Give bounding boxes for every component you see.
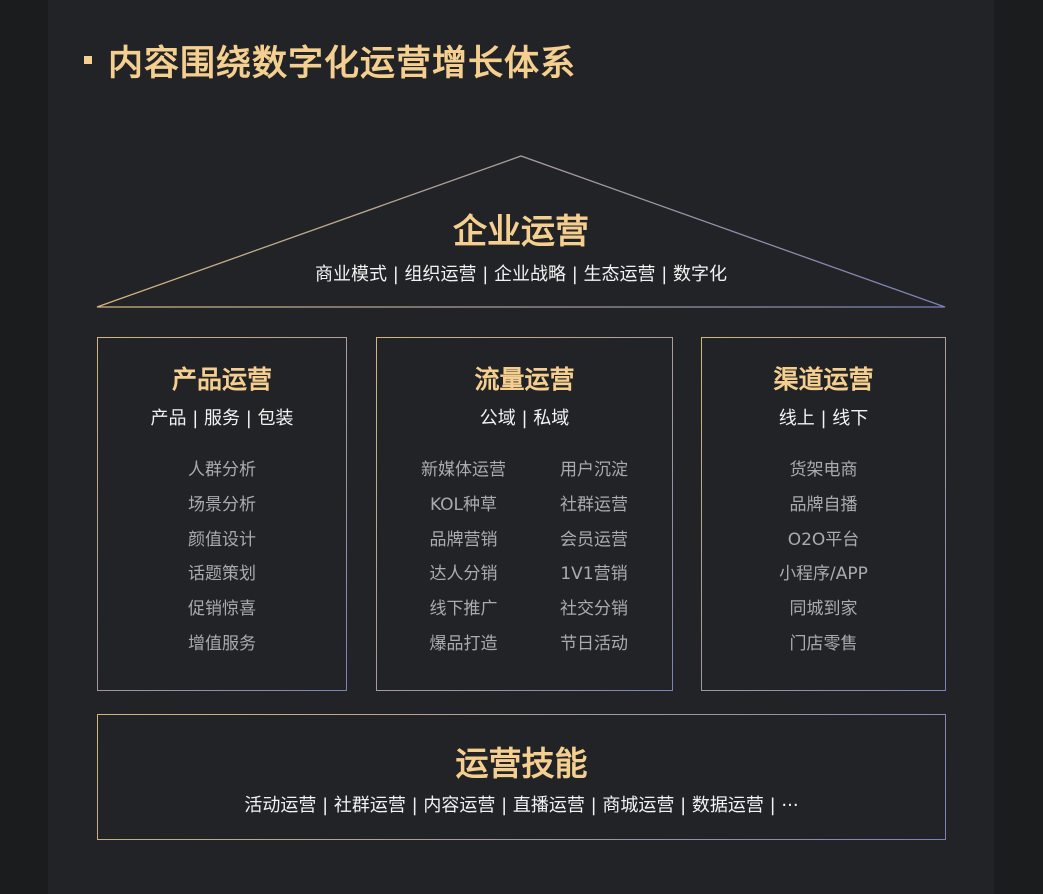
pillar-title: 渠道运营: [773, 365, 874, 394]
list-item: 促销惊喜: [188, 599, 256, 620]
item-column: 新媒体运营 KOL种草 品牌营销 达人分销 线下推广 爆品打造: [421, 453, 506, 662]
list-item: KOL种草: [429, 494, 498, 515]
pillar-items: 新媒体运营 KOL种草 品牌营销 达人分销 线下推广 爆品打造 用户沉淀 社群运…: [377, 453, 672, 662]
list-item: 小程序/APP: [779, 564, 868, 585]
list-item: 同城到家: [789, 599, 858, 620]
pillar-channel: 渠道运营 线上 | 线下 货架电商 品牌自播 O2O平台 小程序/APP 同城到…: [701, 337, 946, 691]
list-item: 爆品打造: [429, 633, 498, 654]
pillar-title: 产品运营: [171, 365, 272, 394]
pillar-product: 产品运营 产品 | 服务 | 包装 人群分析 场景分析 颜值设计 话题策划 促销…: [97, 337, 347, 691]
list-item: 会员运营: [560, 529, 628, 550]
pillar-subtitle: 产品 | 服务 | 包装: [150, 408, 294, 429]
list-item: 线下推广: [429, 599, 498, 620]
list-item: 话题策划: [188, 564, 256, 585]
pillar-title: 流量运营: [474, 365, 575, 394]
list-item: 增值服务: [188, 633, 256, 654]
list-item: 货架电商: [789, 460, 858, 480]
list-item: 社交分销: [560, 599, 628, 620]
roof-title: 企业运营: [453, 212, 589, 252]
roof-subtitle: 商业模式 | 组织运营 | 企业战略 | 生态运营 | 数字化: [314, 264, 728, 285]
list-item: 品牌自播: [789, 494, 858, 515]
list-item: 节日活动: [560, 633, 628, 654]
list-item: 场景分析: [188, 494, 256, 515]
skills-title: 运营技能: [455, 744, 588, 783]
list-item: 社群运营: [560, 494, 628, 515]
pillar-subtitle: 线上 | 线下: [778, 408, 869, 429]
item-column: 货架电商 品牌自播 O2O平台 小程序/APP 同城到家 门店零售: [779, 453, 868, 662]
list-item: 品牌营销: [429, 529, 498, 550]
pillar-subtitle: 公域 | 私域: [479, 408, 570, 429]
skills-foundation: 运营技能 活动运营 | 社群运营 | 内容运营 | 直播运营 | 商城运营 | …: [97, 714, 946, 840]
page-title: 内容围绕数字化运营增长体系: [84, 36, 576, 84]
list-item: 新媒体运营: [421, 460, 506, 480]
pillar-items: 货架电商 品牌自播 O2O平台 小程序/APP 同城到家 门店零售: [702, 453, 945, 662]
list-item: 1V1营销: [560, 564, 628, 585]
pillar-items: 人群分析 场景分析 颜值设计 话题策划 促销惊喜 增值服务: [98, 453, 346, 662]
item-column: 人群分析 场景分析 颜值设计 话题策划 促销惊喜 增值服务: [188, 453, 256, 662]
skills-subtitle: 活动运营 | 社群运营 | 内容运营 | 直播运营 | 商城运营 | 数据运营 …: [244, 795, 799, 816]
list-item: 达人分销: [429, 564, 498, 585]
list-item: 用户沉淀: [560, 460, 628, 480]
pillar-traffic: 流量运营 公域 | 私域 新媒体运营 KOL种草 品牌营销 达人分销 线下推广 …: [376, 337, 673, 691]
list-item: 人群分析: [188, 460, 256, 480]
list-item: O2O平台: [787, 529, 860, 550]
item-column: 用户沉淀 社群运营 会员运营 1V1营销 社交分销 节日活动: [560, 453, 628, 662]
title-bullet: [84, 56, 92, 64]
list-item: 门店零售: [789, 633, 858, 654]
page-title-text: 内容围绕数字化运营增长体系: [108, 43, 577, 84]
list-item: 颜值设计: [188, 529, 256, 550]
